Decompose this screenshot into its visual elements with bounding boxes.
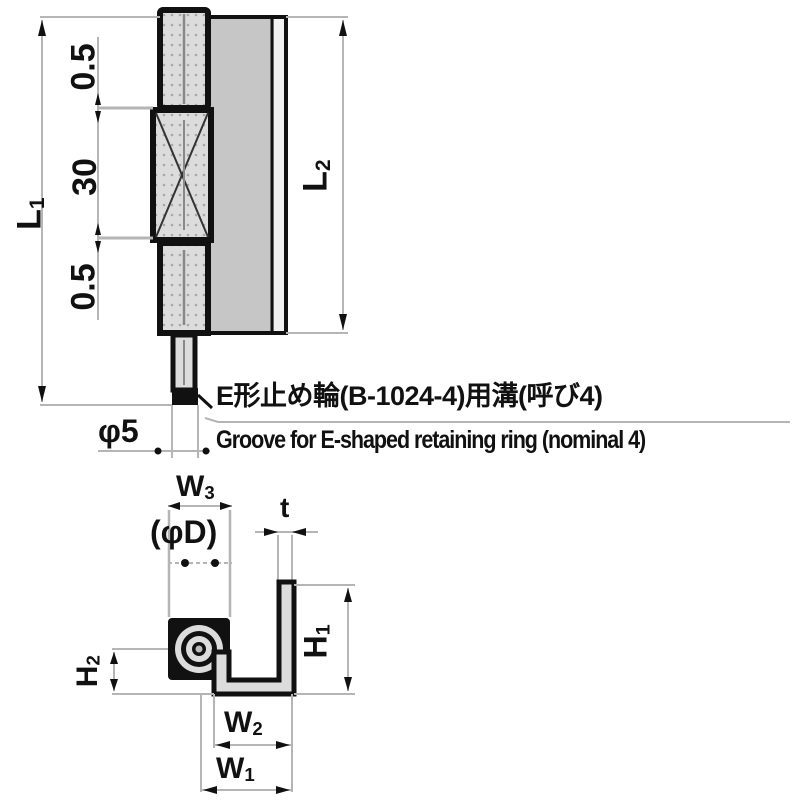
label-t: t	[280, 492, 290, 523]
note-english: Groove for E-shaped retaining ring (nomi…	[216, 426, 646, 454]
label-h1: H1	[297, 624, 335, 659]
retaining-ring-groove	[172, 388, 198, 405]
label-h2: H2	[70, 655, 104, 688]
label-bottom-gap: 0.5	[64, 263, 103, 311]
label-w3: W3	[176, 470, 215, 503]
label-phi-d: (φD)	[150, 514, 218, 550]
label-l2: L2	[296, 159, 335, 192]
label-w2: W2	[224, 706, 263, 739]
label-shaft-diameter: φ5	[98, 413, 139, 449]
label-l1: L1	[10, 197, 49, 230]
label-center-knuckle: 30	[65, 158, 104, 196]
label-w1: W1	[216, 752, 255, 785]
note-japanese: E形止め輪(B-1024-4)用溝(呼び4)	[216, 381, 603, 411]
end-view	[110, 502, 355, 794]
front-view	[38, 7, 790, 458]
label-top-gap: 0.5	[64, 43, 103, 91]
u-leaf	[211, 579, 297, 697]
